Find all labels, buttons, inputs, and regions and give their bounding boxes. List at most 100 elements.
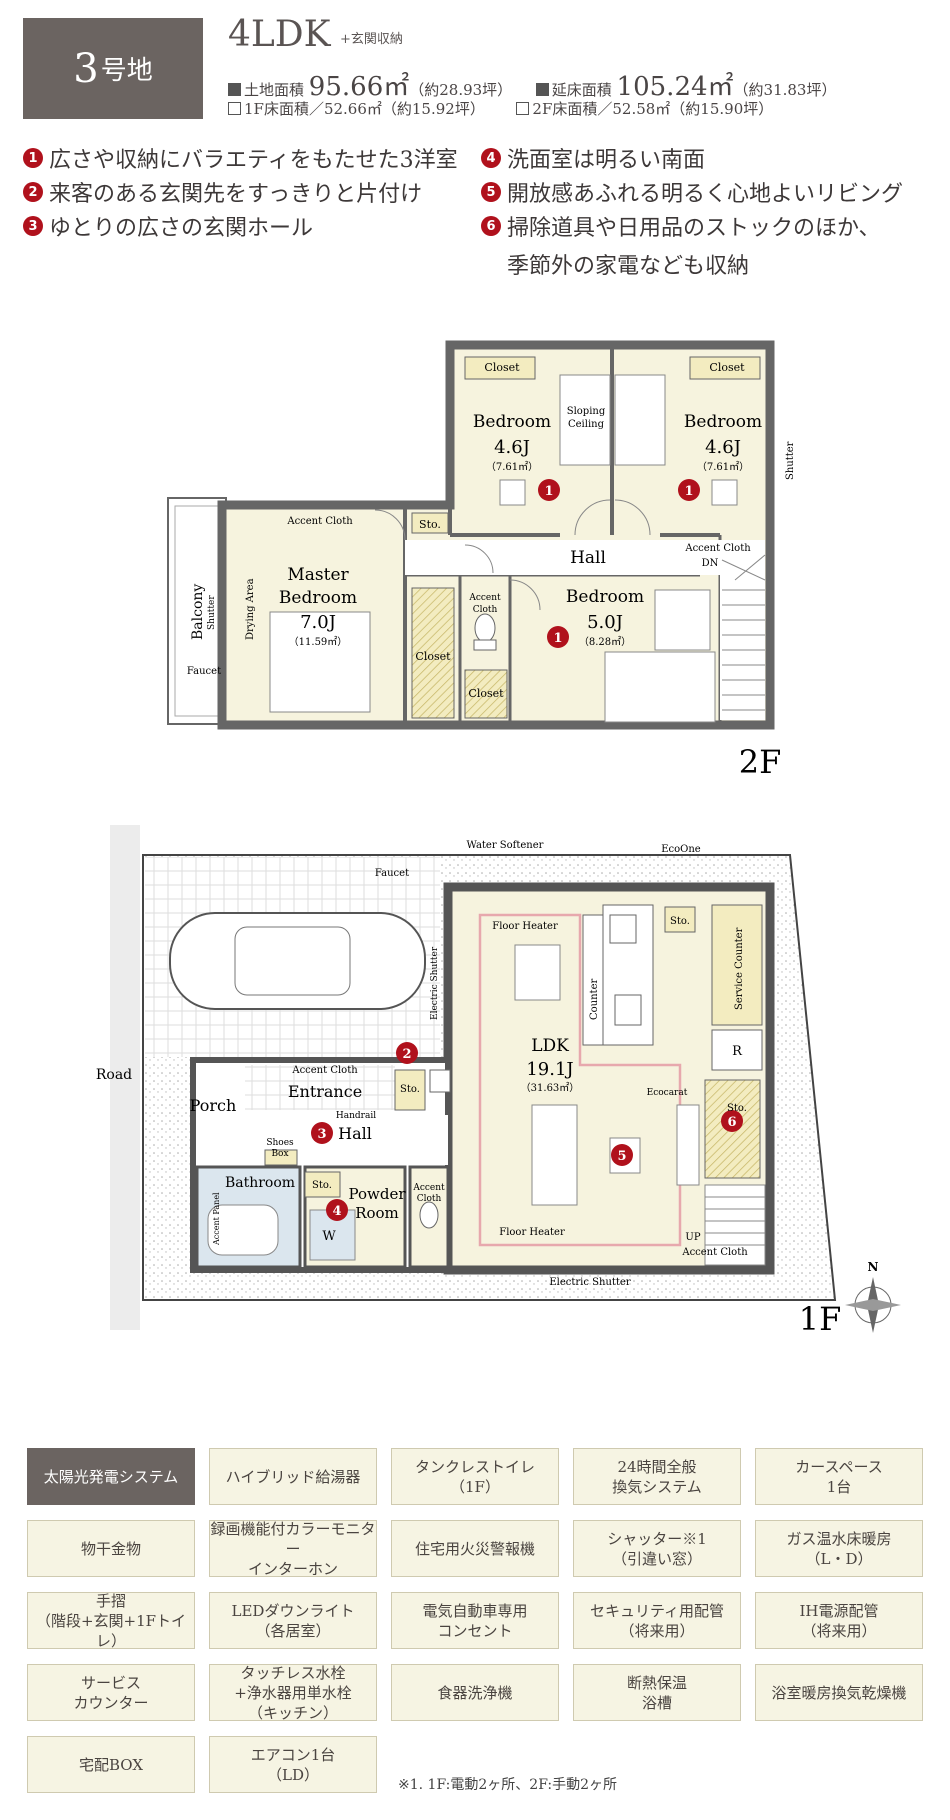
plan-type: 4LDK bbox=[228, 14, 331, 55]
counter-label: Counter bbox=[589, 979, 600, 1020]
bedroom-label: Bedroom bbox=[473, 412, 551, 432]
sto-label: Sto. bbox=[400, 1084, 420, 1095]
closet-label: Closet bbox=[468, 687, 504, 700]
lot-number: 3 bbox=[73, 45, 99, 92]
ldk-area: （31.63㎡） bbox=[521, 1082, 580, 1094]
equipment-item: 住宅用火災警報機 bbox=[391, 1520, 559, 1577]
accent-cloth-label: Accent Cloth bbox=[286, 516, 353, 527]
equipment-item: タンクレストイレ （1F） bbox=[391, 1448, 559, 1505]
porch-label: Porch bbox=[190, 1096, 237, 1115]
handrail-label: Handrail bbox=[336, 1111, 376, 1121]
ceiling-label: Ceiling bbox=[568, 419, 605, 430]
feature-text: 季節外の家電なども収納 bbox=[507, 254, 750, 279]
box-label: Box bbox=[271, 1149, 288, 1159]
up-label: UP bbox=[685, 1232, 700, 1243]
floor-area-value: 105.24㎡ bbox=[616, 72, 734, 102]
floor-plan-1f: 2 3 4 5 6 Water Softener EcoOne Faucet E… bbox=[96, 825, 901, 1338]
entrance-label: Entrance bbox=[288, 1082, 362, 1101]
accent-panel-label: Accent Panel bbox=[212, 1192, 221, 1246]
closet-label: Closet bbox=[709, 361, 745, 374]
lot-suffix: 号地 bbox=[100, 56, 153, 86]
feature-item: 1 広さや収納にバラエティをもたせた3洋室 bbox=[23, 142, 458, 174]
equipment-item: 電気自動車専用 コンセント bbox=[391, 1592, 559, 1649]
bathroom-label: Bathroom bbox=[225, 1175, 295, 1191]
equipment-item: ハイブリッド給湯器 bbox=[209, 1448, 377, 1505]
hall-label: Hall bbox=[570, 548, 606, 568]
hall-label: Hall bbox=[338, 1124, 372, 1143]
floor-plan-2f: 1 1 1 Closet Closet Bedroom 4.6J （7.61㎡）… bbox=[167, 340, 796, 781]
staircase bbox=[721, 554, 766, 711]
feature-number: 1 bbox=[23, 148, 43, 168]
floor-label-1f: 1F bbox=[799, 1300, 842, 1338]
sto-label: Sto. bbox=[312, 1180, 332, 1191]
feature-text: ゆとりの広さの玄関ホール bbox=[49, 216, 314, 241]
feature-item: 3 ゆとりの広さの玄関ホール bbox=[23, 210, 313, 242]
equipment-item: セキュリティ用配管 （将来用） bbox=[573, 1592, 741, 1649]
balcony-area bbox=[167, 497, 227, 725]
equipment-item: サービス カウンター bbox=[27, 1664, 195, 1721]
r-label: R bbox=[732, 1044, 743, 1059]
sto-label: Sto. bbox=[727, 1103, 747, 1114]
sto-label: Sto. bbox=[670, 916, 690, 927]
ecoone-label: EcoOne bbox=[661, 844, 701, 855]
shutter-label: Shutter bbox=[785, 441, 796, 480]
water-softener-label: Water Softener bbox=[467, 840, 544, 851]
powder-label: Powder bbox=[348, 1185, 406, 1203]
master-area: （11.59㎡） bbox=[289, 636, 348, 648]
equipment-item: 物干金物 bbox=[27, 1520, 195, 1577]
svg-text:3: 3 bbox=[317, 1127, 326, 1142]
feature-item: 6 掃除道具や日用品のストックのほか、 bbox=[481, 210, 881, 242]
floor-areas: 1F床面積／52.66㎡（約15.92坪） 2F床面積／52.58㎡（約15.9… bbox=[228, 98, 773, 119]
equipment-item: 宅配BOX bbox=[27, 1736, 195, 1793]
cloth-label: Cloth bbox=[417, 1194, 442, 1204]
ldk-size: 19.1J bbox=[526, 1059, 573, 1080]
svg-text:4: 4 bbox=[332, 1204, 341, 1219]
sto-label: Sto. bbox=[419, 518, 441, 531]
equipment-item: シャッター※1 （引違い窓） bbox=[573, 1520, 741, 1577]
bedroom-label: Bedroom bbox=[684, 412, 762, 432]
accent-cloth-label: Accent Cloth bbox=[291, 1065, 358, 1076]
equipment-item: 太陽光発電システム bbox=[27, 1448, 195, 1505]
svg-text:1: 1 bbox=[553, 631, 562, 646]
feature-item: 季節外の家電なども収納 bbox=[507, 248, 749, 280]
equipment-item: 浴室暖房換気乾燥機 bbox=[755, 1664, 923, 1721]
site-area-tsubo: （約28.93坪） bbox=[409, 81, 513, 99]
svg-text:2: 2 bbox=[402, 1047, 411, 1062]
road-label: Road bbox=[96, 1067, 132, 1083]
equipment-item: IH電源配管 （将来用） bbox=[755, 1592, 923, 1649]
ldk-label: LDK bbox=[531, 1036, 569, 1056]
bed-c-label: Bedroom bbox=[566, 587, 644, 607]
floor-heater-outline bbox=[478, 913, 682, 1247]
floor-area-tsubo: （約31.83坪） bbox=[733, 81, 837, 99]
bed-b-area: （7.61㎡） bbox=[697, 461, 749, 473]
empty-square-icon bbox=[516, 102, 530, 115]
road-strip bbox=[110, 825, 140, 1330]
equipment-item: 録画機能付カラーモニター インターホン bbox=[209, 1519, 377, 1578]
equipment-item: エアコン1台 （LD） bbox=[209, 1736, 377, 1793]
shoes-label: Shoes bbox=[266, 1138, 294, 1148]
feature-number: 2 bbox=[23, 182, 43, 202]
bed-b-size: 4.6J bbox=[705, 437, 741, 458]
feature-number: 3 bbox=[23, 216, 43, 236]
electric-shutter-label: Electric Shutter bbox=[430, 946, 440, 1020]
equipment-item: カースペース 1台 bbox=[755, 1448, 923, 1505]
feature-number: 6 bbox=[481, 216, 501, 236]
compass-icon bbox=[845, 1277, 901, 1333]
accent-cloth-label: Accent Cloth bbox=[684, 543, 751, 554]
master-label-2: Bedroom bbox=[279, 588, 357, 608]
dn-label: DN bbox=[702, 558, 719, 569]
faucet-label: Faucet bbox=[187, 666, 221, 677]
feature-text: 広さや収納にバラエティをもたせた3洋室 bbox=[49, 148, 458, 173]
footnote: ※1. 1F:電動2ヶ所、2F:手動2ヶ所 bbox=[398, 1777, 618, 1793]
feature-text: 開放感あふれる明るく心地よいリビング bbox=[507, 182, 904, 207]
balcony-label: Balcony bbox=[190, 584, 206, 640]
drying-area-label: Drying Area bbox=[245, 578, 256, 640]
plan-extra: +玄関収納 bbox=[340, 32, 403, 47]
empty-square-icon bbox=[228, 102, 241, 115]
electric-shutter-label: Electric Shutter bbox=[549, 1277, 630, 1288]
service-counter-label: Service Counter bbox=[734, 927, 745, 1010]
feature-text: 掃除道具や日用品のストックのほか、 bbox=[507, 216, 881, 241]
